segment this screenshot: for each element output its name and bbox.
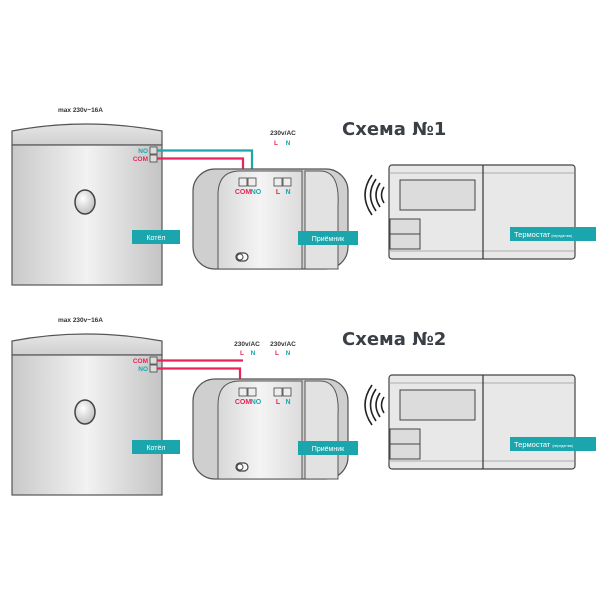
wires bbox=[157, 95, 289, 178]
radio-waves-icon bbox=[364, 384, 385, 426]
boiler: max 230v~16A Котёл NO COM bbox=[11, 107, 180, 286]
receiver-terminal-com bbox=[238, 387, 248, 397]
receiver-side bbox=[304, 170, 339, 270]
boiler-terminal-com bbox=[149, 154, 158, 163]
receiver-terminal-l-label: L bbox=[276, 189, 281, 196]
wires bbox=[157, 305, 289, 388]
scheme-title: Схема №2 bbox=[342, 329, 446, 350]
boiler-knob-icon bbox=[74, 189, 96, 215]
receiver: Приёмник COM NO L N bbox=[192, 378, 358, 480]
receiver-terminal-n-label: N bbox=[285, 189, 290, 196]
receiver-terminal-com bbox=[238, 177, 248, 187]
receiver-label-badge bbox=[298, 231, 358, 245]
receiver-button-dot bbox=[236, 463, 244, 471]
supply-1-voltage: 230v/AC bbox=[234, 341, 260, 348]
boiler-terminal-com bbox=[149, 356, 158, 365]
receiver-terminal-no bbox=[247, 177, 257, 187]
receiver-terminal-l-label: L bbox=[276, 399, 281, 406]
thermostat: Термостат(передатчик) bbox=[388, 374, 596, 470]
boiler-terminal-bottom-label: COM bbox=[133, 156, 148, 163]
boiler: max 230v~16A Котёл COM NO bbox=[11, 317, 180, 496]
boiler-label: Котёл bbox=[146, 445, 165, 452]
scheme-title: Схема №1 bbox=[342, 119, 446, 140]
boiler-lid bbox=[11, 333, 163, 356]
supply-2-l-label: L bbox=[275, 350, 279, 357]
boiler-label-badge bbox=[132, 440, 180, 454]
boiler-terminal-no bbox=[149, 146, 158, 155]
thermostat-label: Термостат(передатчик) bbox=[514, 230, 572, 239]
boiler-terminal-bottom-label: NO bbox=[138, 366, 148, 373]
receiver-label: Приёмник bbox=[312, 236, 345, 243]
receiver-front bbox=[217, 170, 303, 270]
supply-1-l-label: L bbox=[240, 350, 244, 357]
receiver-terminal-n bbox=[282, 387, 292, 397]
thermostat: Термостат(передатчик) bbox=[388, 164, 596, 260]
supply-n-label: N bbox=[286, 140, 291, 147]
supply-voltage: 230v/AC bbox=[270, 130, 296, 137]
thermostat-label: Термостат(передатчик) bbox=[514, 440, 573, 449]
receiver-terminal-no-label: NO bbox=[251, 189, 262, 196]
boiler-terminal-no bbox=[149, 364, 158, 373]
receiver-terminal-com-label: COM bbox=[235, 399, 252, 406]
boiler-label-badge bbox=[132, 230, 180, 244]
receiver-terminal-no bbox=[247, 387, 257, 397]
supply-2-voltage: 230v/AC bbox=[270, 341, 296, 348]
scheme-2-diagram: Схема №2 max 230v~16A Котёл COM NO 230v/… bbox=[11, 305, 596, 496]
receiver-button-dot bbox=[236, 253, 244, 261]
receiver-terminal-n-label: N bbox=[285, 399, 290, 406]
supply-2-n-label: N bbox=[286, 350, 291, 357]
thermostat-label-badge bbox=[510, 437, 596, 451]
boiler-body bbox=[11, 354, 163, 496]
scheme-1: Схема №1 max 230v~16A Котёл NO COM 230v/… bbox=[0, 95, 600, 305]
thermostat-button-2 bbox=[389, 233, 421, 250]
supply-l-label: L bbox=[274, 140, 278, 147]
boiler-body bbox=[11, 144, 163, 286]
thermostat-button-2 bbox=[389, 443, 421, 460]
supply-1-n-label: N bbox=[251, 350, 256, 357]
receiver-side bbox=[304, 380, 339, 480]
boiler-rating: max 230v~16A bbox=[58, 107, 103, 114]
boiler-rating: max 230v~16A bbox=[58, 317, 103, 324]
receiver-terminal-n bbox=[282, 177, 292, 187]
thermostat-display bbox=[399, 179, 476, 211]
boiler-lid bbox=[11, 123, 163, 146]
receiver-label-badge bbox=[298, 441, 358, 455]
thermostat-button-1 bbox=[389, 218, 421, 235]
scheme-1-diagram: Схема №1 max 230v~16A Котёл NO COM 230v/… bbox=[11, 95, 596, 286]
thermostat-button-1 bbox=[389, 428, 421, 445]
thermostat-display bbox=[399, 389, 476, 421]
scheme-2: Схема №2 max 230v~16A Котёл COM NO 230v/… bbox=[0, 305, 600, 515]
receiver-front bbox=[217, 380, 303, 480]
receiver-label: Приёмник bbox=[312, 446, 345, 453]
boiler-terminal-top-label: COM bbox=[133, 358, 148, 365]
boiler-knob-icon bbox=[74, 399, 96, 425]
radio-waves-icon bbox=[364, 174, 385, 216]
boiler-label: Котёл bbox=[146, 235, 165, 242]
receiver-terminal-l bbox=[273, 387, 283, 397]
receiver: Приёмник COM NO L N bbox=[192, 168, 358, 270]
receiver-terminal-com-label: COM bbox=[235, 189, 252, 196]
boiler-terminal-top-label: NO bbox=[138, 148, 148, 155]
thermostat-label-badge bbox=[510, 227, 596, 241]
receiver-terminal-no-label: NO bbox=[251, 399, 262, 406]
receiver-terminal-l bbox=[273, 177, 283, 187]
